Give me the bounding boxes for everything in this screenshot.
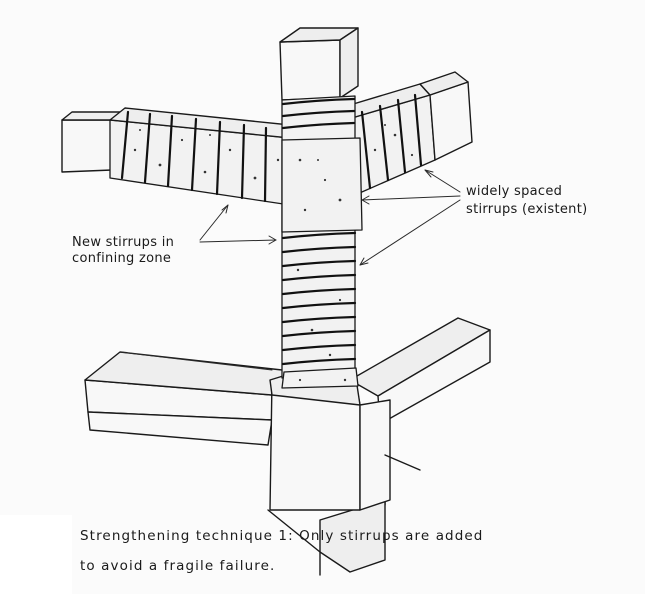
caption-line1: Strengthening technique 1: Only stirrups… bbox=[80, 528, 483, 544]
label-widely-spaced-line1: widely spaced bbox=[466, 184, 562, 199]
label-new-stirrups-line1: New stirrups in bbox=[72, 235, 174, 250]
leader-arrows bbox=[199, 169, 461, 266]
label-widely-spaced-line2: stirrups (existent) bbox=[466, 202, 587, 217]
label-new-stirrups-line2: confining zone bbox=[72, 251, 171, 266]
white-patch bbox=[0, 515, 72, 594]
column bbox=[279, 27, 363, 389]
left-beam bbox=[61, 107, 301, 206]
foundation-beams bbox=[84, 317, 491, 576]
caption-line2: to avoid a fragile failure. bbox=[80, 558, 275, 574]
